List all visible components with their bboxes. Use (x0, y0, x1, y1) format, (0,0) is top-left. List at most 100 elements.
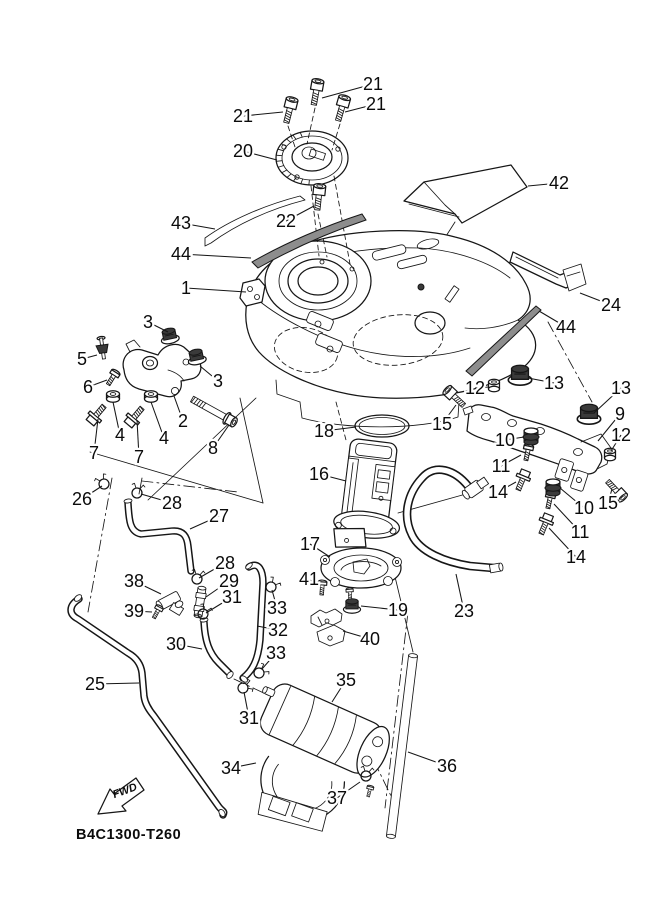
screw-part (317, 579, 328, 596)
callout-2: 2 (178, 411, 188, 431)
nut-part (603, 447, 617, 462)
leader-line-5 (81, 354, 98, 360)
callout-24: 24 (601, 295, 621, 315)
callout-22: 22 (276, 211, 296, 231)
callout-7: 7 (89, 443, 99, 463)
callout-38: 38 (124, 571, 144, 591)
pipe-29 (193, 585, 207, 619)
clamp-part (191, 568, 206, 585)
leader-line-44 (538, 310, 567, 328)
callout-43: 43 (171, 213, 191, 233)
leader-line-13 (593, 387, 622, 414)
callout-21: 21 (233, 106, 253, 126)
callout-34: 34 (221, 758, 241, 778)
callout-10: 10 (495, 430, 515, 450)
hex-part (515, 468, 532, 492)
quick-connector (461, 476, 490, 500)
fuel-tank (239, 230, 537, 428)
callout-41: 41 (299, 569, 319, 589)
canister-group (257, 653, 418, 839)
leader-line-25 (94, 682, 140, 685)
leader-line-10 (559, 487, 585, 509)
leader-line-14 (497, 481, 517, 493)
grom-part (507, 364, 533, 386)
nut-part (487, 378, 501, 393)
grom-part (160, 327, 180, 345)
leader-line-13 (527, 377, 555, 384)
leader-line-20 (242, 150, 278, 161)
callout-15: 15 (432, 414, 452, 434)
clamp-part (197, 603, 213, 620)
callout-15: 15 (598, 493, 618, 513)
callout-14: 14 (566, 547, 586, 567)
tube-36 (386, 653, 418, 839)
callout-4: 4 (159, 428, 169, 448)
callout-14: 14 (488, 482, 508, 502)
clamp-part (94, 473, 110, 490)
leader-line-15 (441, 404, 457, 425)
leader-line-3 (199, 365, 219, 382)
leader-line-32 (256, 625, 279, 631)
callout-12: 12 (611, 425, 631, 445)
leader-line-11 (553, 503, 581, 533)
callout-29: 29 (219, 571, 239, 591)
leader-line-23 (455, 573, 465, 612)
screw-part (345, 587, 354, 601)
callout-9: 9 (615, 404, 625, 424)
leader-line-9 (597, 413, 621, 442)
callout-11: 11 (571, 522, 590, 542)
screw-part (366, 784, 375, 798)
leader-line-26 (81, 485, 103, 500)
leader-line-21 (321, 83, 374, 99)
strip-44-right (465, 305, 542, 377)
fwd-arrow: FWD (97, 777, 145, 815)
leader-line-38 (133, 580, 162, 595)
clamp-part (253, 662, 270, 679)
callout-3: 3 (143, 312, 153, 332)
clamp-part (265, 576, 282, 593)
leader-line-24 (579, 292, 612, 306)
bracket-9-feet (554, 458, 589, 492)
leader-line-41 (308, 578, 321, 588)
leader-line-10 (504, 436, 525, 441)
bracket-24 (509, 251, 587, 292)
bracket-2 (122, 343, 202, 398)
leader-line-28 (198, 562, 226, 579)
screw-part (151, 604, 164, 620)
callout-28: 28 (162, 493, 182, 513)
tank-front-bracket (239, 278, 266, 307)
damp-part (544, 478, 562, 497)
leader-line-18 (323, 426, 357, 432)
hose-end-fitting (488, 562, 504, 574)
leader-line-29 (205, 580, 230, 598)
callout-26: 26 (72, 489, 92, 509)
callout-6: 6 (83, 377, 93, 397)
leader-line-31 (243, 691, 250, 719)
callout-1: 1 (181, 278, 191, 298)
bolt-part (283, 96, 299, 124)
leader-line-22 (285, 205, 315, 222)
callout-39: 39 (124, 601, 144, 621)
leader-line-15 (607, 488, 613, 504)
leader-line-14 (548, 527, 577, 558)
leader-line-21 (344, 103, 377, 113)
bolt-part (312, 183, 327, 211)
grom-part (342, 598, 362, 614)
hex-part (538, 512, 555, 536)
leader-line-21 (242, 111, 284, 117)
leader-line-44 (180, 253, 252, 259)
callout-5: 5 (77, 349, 87, 369)
bolt-part (605, 478, 629, 503)
callout-36: 36 (437, 756, 457, 776)
callout-23: 23 (454, 601, 474, 621)
hose-set (67, 498, 346, 819)
callout-13: 13 (544, 373, 564, 393)
callout-18: 18 (314, 421, 334, 441)
leader-line-19 (360, 605, 399, 611)
leader-line-30 (175, 643, 203, 650)
callout-16: 16 (309, 464, 329, 484)
fuel-pump-16 (333, 438, 401, 548)
callout-44: 44 (171, 244, 191, 264)
